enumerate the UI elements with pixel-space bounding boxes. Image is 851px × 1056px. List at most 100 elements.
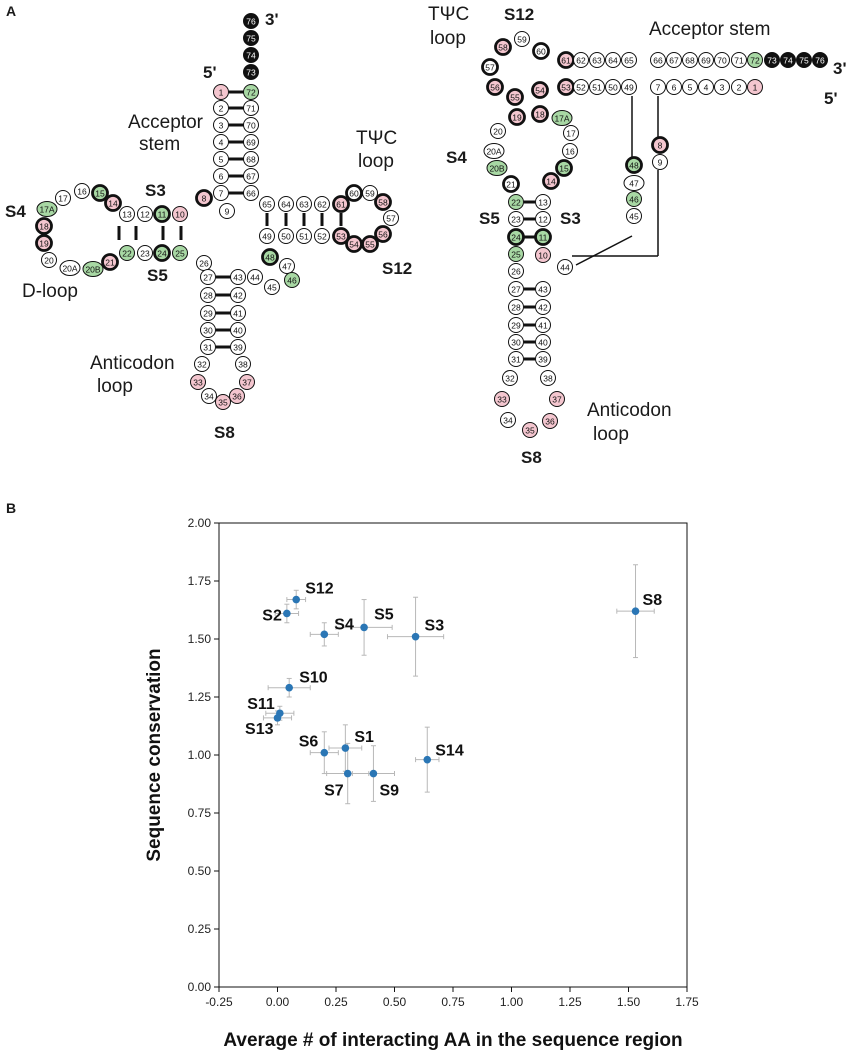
nucleotide-27: 27 — [200, 269, 216, 285]
svg-text:34: 34 — [503, 416, 513, 426]
svg-text:40: 40 — [233, 326, 243, 336]
svg-text:9: 9 — [658, 158, 663, 168]
svg-text:2: 2 — [219, 104, 224, 114]
nucleotide-9: 9 — [652, 154, 668, 170]
label-dloop-left: D-loop — [22, 281, 78, 302]
svg-text:26: 26 — [511, 267, 521, 277]
nucleotide-14: 14 — [542, 172, 560, 190]
svg-text:57: 57 — [386, 214, 396, 224]
svg-text:41: 41 — [233, 309, 243, 319]
nucleotide-18: 18 — [35, 217, 53, 235]
nucleotide-25: 25 — [508, 246, 524, 262]
nucleotide-57: 57 — [383, 210, 399, 226]
svg-text:17A: 17A — [39, 205, 54, 215]
nucleotide-20B: 20B — [486, 160, 508, 176]
nucleotide-33: 33 — [494, 391, 510, 407]
nucleotide-19: 19 — [508, 108, 526, 126]
svg-text:60: 60 — [536, 47, 546, 57]
svg-text:52: 52 — [317, 232, 327, 242]
svg-text:73: 73 — [767, 56, 777, 66]
svg-text:58: 58 — [498, 43, 508, 53]
nucleotide-50: 50 — [278, 228, 294, 244]
label-s4-right: S4 — [446, 148, 467, 167]
nucleotide-71: 71 — [243, 100, 259, 116]
svg-text:71: 71 — [734, 56, 744, 66]
nucleotide-47: 47 — [623, 175, 645, 191]
data-points — [273, 595, 640, 778]
nucleotide-50: 50 — [605, 79, 621, 95]
svg-text:56: 56 — [490, 83, 500, 93]
svg-text:68: 68 — [685, 56, 695, 66]
label-3prime-left: 3' — [265, 10, 279, 29]
y-axis-ticks: 0.000.250.500.751.001.251.501.752.00 — [188, 516, 219, 994]
y-tick-label: 0.00 — [188, 980, 212, 994]
point-s8 — [631, 607, 640, 615]
svg-text:38: 38 — [543, 374, 553, 384]
point-s6 — [320, 748, 329, 757]
point-s3 — [411, 632, 420, 641]
svg-text:11: 11 — [158, 210, 167, 220]
nucleotide-69: 69 — [698, 52, 714, 68]
nucleotide-26: 26 — [508, 263, 524, 279]
y-tick-label: 1.25 — [188, 690, 212, 704]
pairs-right — [524, 200, 535, 361]
svg-text:55: 55 — [510, 93, 520, 103]
svg-text:48: 48 — [629, 161, 639, 171]
nucleotide-1: 1 — [747, 79, 763, 95]
y-tick-label: 0.75 — [188, 806, 212, 820]
x-tick-label: 0.00 — [266, 995, 290, 1009]
svg-text:68: 68 — [246, 155, 256, 165]
nucleotide-17A: 17A — [551, 110, 573, 126]
nucleotide-65: 65 — [621, 52, 637, 68]
nucleotide-33: 33 — [190, 374, 206, 390]
label-anticodon-right-2: loop — [593, 424, 629, 445]
x-tick-label: 1.25 — [558, 995, 582, 1009]
nucleotide-40: 40 — [535, 334, 551, 350]
nucleotide-47: 47 — [279, 258, 295, 274]
nucleotide-27: 27 — [508, 281, 524, 297]
nucleotide-60: 60 — [345, 184, 363, 202]
point-label-s7: S7 — [324, 783, 344, 800]
point-s1 — [341, 744, 350, 752]
nucleotide-72: 72 — [243, 84, 259, 100]
label-anticodon-left-2: loop — [97, 376, 133, 397]
nucleotide-61: 61 — [332, 195, 350, 213]
nucleotide-70: 70 — [714, 52, 730, 68]
nucleotide-3: 3 — [213, 117, 229, 133]
svg-text:63: 63 — [592, 56, 602, 66]
svg-text:1: 1 — [219, 88, 224, 98]
label-s5-left: S5 — [147, 266, 168, 285]
svg-text:60: 60 — [349, 189, 359, 199]
svg-text:22: 22 — [122, 249, 132, 259]
svg-text:65: 65 — [624, 56, 634, 66]
nucleotide-57: 57 — [481, 58, 499, 76]
point-s2 — [283, 609, 291, 618]
svg-text:40: 40 — [538, 338, 548, 348]
svg-text:47: 47 — [282, 262, 292, 272]
svg-text:54: 54 — [349, 240, 359, 250]
nucleotide-24: 24 — [153, 244, 171, 262]
nucleotide-73: 73 — [764, 52, 780, 68]
nucleotide-76: 76 — [812, 52, 828, 68]
nucleotide-43: 43 — [230, 269, 246, 285]
svg-text:61: 61 — [561, 56, 571, 66]
svg-text:18: 18 — [535, 110, 545, 120]
label-5prime-right: 5' — [824, 89, 838, 108]
svg-text:33: 33 — [497, 395, 507, 405]
y-tick-label: 0.25 — [188, 922, 212, 936]
svg-text:36: 36 — [545, 417, 555, 427]
svg-text:27: 27 — [203, 273, 213, 283]
svg-text:52: 52 — [576, 83, 586, 93]
nucleotide-23: 23 — [137, 245, 153, 261]
svg-text:63: 63 — [299, 200, 309, 210]
nucleotide-32: 32 — [194, 356, 210, 372]
svg-text:53: 53 — [336, 232, 346, 242]
point-s4 — [320, 630, 329, 639]
nucleotide-29: 29 — [508, 317, 524, 333]
svg-text:44: 44 — [560, 263, 570, 273]
point-label-s5: S5 — [374, 606, 394, 623]
svg-text:25: 25 — [511, 250, 521, 260]
svg-text:3: 3 — [219, 121, 224, 131]
label-acceptor-left-2: stem — [139, 134, 180, 155]
